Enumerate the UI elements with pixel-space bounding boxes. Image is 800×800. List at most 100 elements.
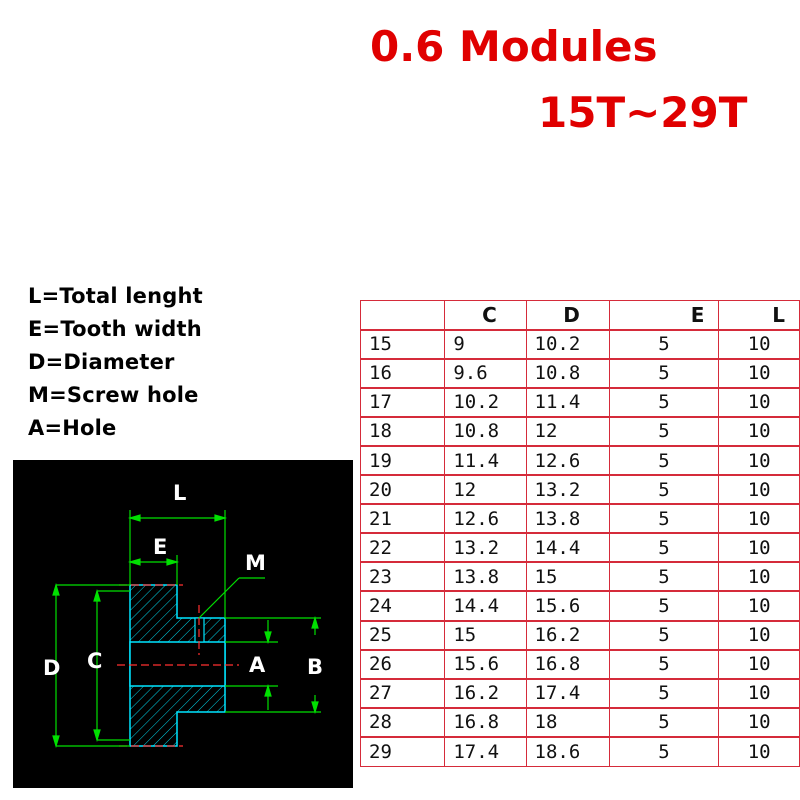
cell-c: 11.4 [444, 445, 527, 476]
cell-d: 10.8 [525, 358, 610, 389]
cell-d: 13.2 [525, 474, 610, 505]
cell-d: 15 [525, 561, 610, 592]
title-modules: 0.6 Modules [370, 22, 658, 71]
header-d: D [525, 299, 610, 331]
cell-e: 5 [608, 590, 720, 622]
cell-c: 10.2 [444, 387, 527, 418]
cell-l: 10 [718, 358, 800, 389]
centerlines [117, 584, 239, 747]
cell-c: 15 [444, 620, 527, 651]
dim-label-e: E [153, 535, 167, 559]
cell-teeth: 17 [359, 387, 446, 418]
cell-e: 5 [608, 736, 720, 767]
header-l: L [718, 299, 800, 331]
cell-teeth: 28 [359, 707, 446, 738]
cell-l: 10 [718, 736, 800, 767]
cell-l: 10 [718, 532, 800, 563]
cell-e: 5 [608, 532, 720, 563]
dim-label-a: A [249, 653, 266, 677]
cell-teeth: 24 [359, 590, 446, 622]
cell-teeth: 22 [359, 532, 446, 563]
cell-e: 5 [608, 707, 720, 738]
cell-d: 18.6 [525, 736, 610, 767]
cell-d: 13.8 [525, 503, 610, 534]
cell-e: 5 [608, 678, 720, 709]
cell-e: 5 [608, 387, 720, 418]
header-c: C [444, 299, 527, 331]
gear-drawing-svg: L E M D C A B [43, 481, 323, 749]
header-teeth [359, 299, 446, 331]
cell-teeth: 25 [359, 620, 446, 651]
cell-c: 9 [444, 329, 527, 360]
cell-c: 12 [444, 474, 527, 505]
cell-d: 15.6 [525, 590, 610, 622]
cell-c: 13.2 [444, 532, 527, 563]
header-e: E [608, 299, 720, 331]
cell-e: 5 [608, 329, 720, 360]
dim-label-b: B [307, 655, 323, 679]
cell-l: 10 [718, 503, 800, 534]
cell-e: 5 [608, 474, 720, 505]
cell-d: 12 [525, 416, 610, 447]
cell-l: 10 [718, 620, 800, 651]
cell-c: 16.8 [444, 707, 527, 738]
cell-l: 10 [718, 678, 800, 709]
gear-drawing: L E M D C A B [13, 460, 353, 788]
cell-teeth: 29 [359, 736, 446, 767]
dim-label-l: L [173, 481, 186, 505]
cell-e: 5 [608, 649, 720, 680]
cell-teeth: 26 [359, 649, 446, 680]
dimension-legend: L=Total lenght E=Tooth width D=Diameter … [28, 280, 203, 445]
cell-c: 16.2 [444, 678, 527, 709]
legend-item-d: D=Diameter [28, 350, 175, 374]
cell-d: 11.4 [525, 387, 610, 418]
cell-e: 5 [608, 416, 720, 447]
cell-e: 5 [608, 358, 720, 389]
legend-item-a: A=Hole [28, 416, 117, 440]
cell-e: 5 [608, 503, 720, 534]
dim-label-d: D [43, 656, 60, 680]
cell-l: 10 [718, 707, 800, 738]
cell-l: 10 [718, 416, 800, 447]
cell-teeth: 16 [359, 358, 446, 389]
cell-l: 10 [718, 474, 800, 505]
dim-label-c: C [87, 649, 102, 673]
legend-item-e: E=Tooth width [28, 317, 202, 341]
cell-teeth: 18 [359, 416, 446, 447]
cell-l: 10 [718, 590, 800, 622]
table-header-row: C D E L [359, 299, 800, 331]
cell-l: 10 [718, 561, 800, 592]
cell-c: 10.8 [444, 416, 527, 447]
cell-c: 17.4 [444, 736, 527, 767]
cell-l: 10 [718, 329, 800, 360]
cell-d: 14.4 [525, 532, 610, 563]
dimension-lines [52, 510, 321, 749]
dim-label-m: M [245, 551, 266, 575]
cell-teeth: 23 [359, 561, 446, 592]
cell-l: 10 [718, 445, 800, 476]
legend-item-m: M=Screw hole [28, 383, 199, 407]
cell-e: 5 [608, 561, 720, 592]
cell-e: 5 [608, 445, 720, 476]
cell-e: 5 [608, 620, 720, 651]
cell-d: 17.4 [525, 678, 610, 709]
cell-c: 13.8 [444, 561, 527, 592]
cell-d: 16.8 [525, 649, 610, 680]
cell-teeth: 20 [359, 474, 446, 505]
cell-c: 9.6 [444, 358, 527, 389]
